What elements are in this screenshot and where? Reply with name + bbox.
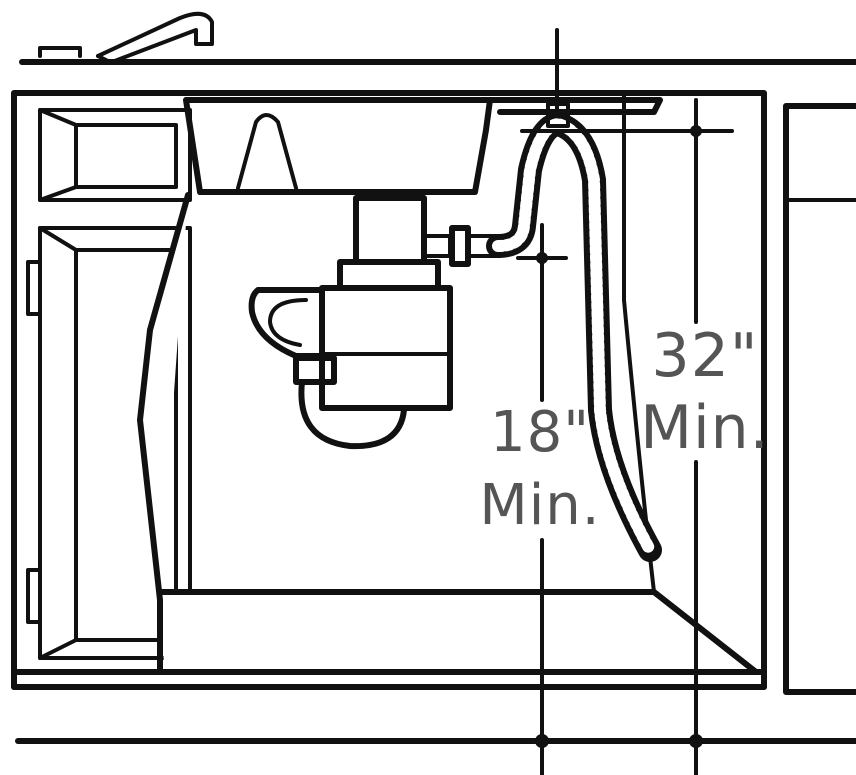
p-trap [293,355,407,450]
cabinet-floor [11,669,767,690]
dimension-32-value: 32" [651,321,759,391]
dimension-32-unit: Min. [640,393,770,463]
cabinet-door-bottom [38,226,192,660]
dimension-line-32 [520,98,734,775]
door-hinge-bottom [26,568,42,624]
dimension-line-18 [516,223,568,775]
sink-basin [183,97,663,195]
faucet-icon [38,11,214,64]
dishwasher-panel [783,103,856,695]
door-hinge-top [26,260,42,316]
cabinet-door-top [38,108,192,202]
garbage-disposer [248,195,453,411]
dimension-18-unit: Min. [479,473,601,538]
dimension-18-value: 18" [489,400,590,465]
